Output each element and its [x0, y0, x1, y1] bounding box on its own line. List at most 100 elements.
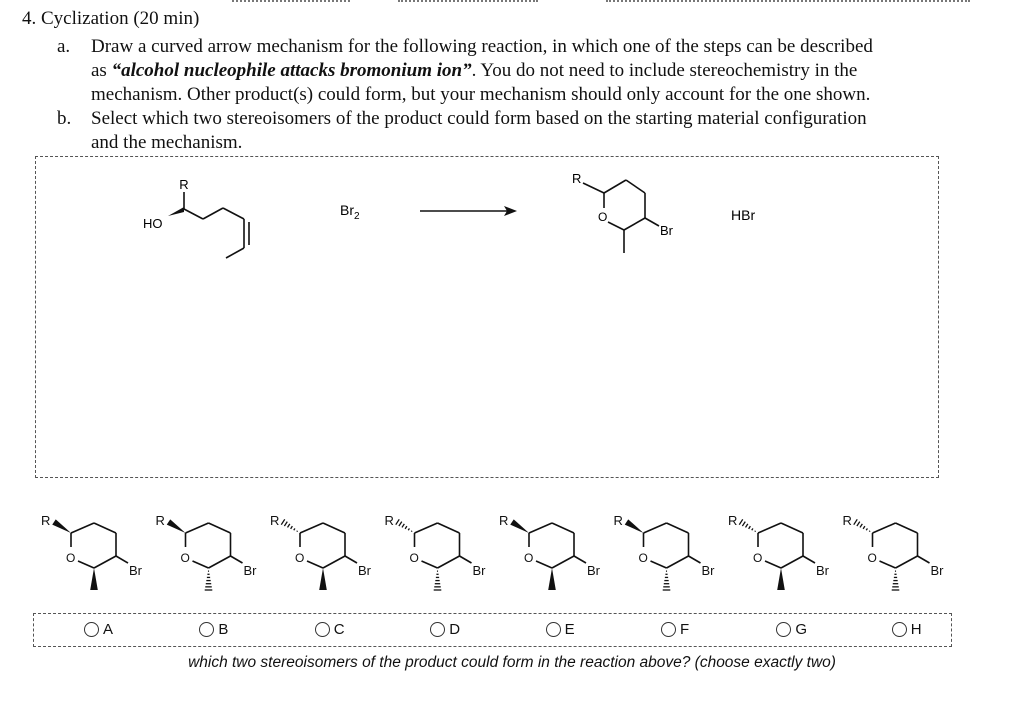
hash-segment	[868, 530, 871, 532]
previous-line-fragment-2	[398, 0, 538, 5]
ring-bond	[70, 522, 95, 534]
methyl-hash-bond	[204, 570, 213, 591]
hash-segment	[286, 523, 291, 528]
reagent-subscript: 2	[354, 211, 360, 222]
methyl-wedge-bond	[90, 568, 98, 590]
ring-bond	[192, 560, 209, 569]
starting-material-wedge-bond	[168, 207, 184, 216]
choice-option-e[interactable]: E	[545, 617, 575, 641]
c-br-bond	[230, 555, 243, 564]
product-br-bond	[644, 217, 660, 227]
question-title: 4. Cyclization (20 min)	[22, 8, 200, 29]
radio-button[interactable]	[84, 621, 99, 637]
ring-bond-4	[623, 217, 646, 231]
ring-bond	[551, 555, 575, 569]
hash-segment	[741, 521, 746, 527]
choice-option-g[interactable]: G	[776, 617, 807, 641]
ring	[528, 522, 587, 569]
choice-selection-area	[33, 613, 952, 647]
hash-segment	[744, 523, 749, 528]
r-label: R	[156, 513, 165, 528]
c-br-bond	[344, 555, 358, 564]
r-wedge-bond	[624, 519, 644, 533]
hash-segment	[296, 530, 299, 532]
methyl-wedge-bond	[777, 568, 785, 590]
choice-option-d[interactable]: D	[430, 617, 460, 641]
choice-option-h[interactable]: H	[891, 617, 922, 641]
product-bromine-label: Br	[660, 223, 674, 238]
choice-option-b[interactable]: B	[199, 617, 228, 641]
r-label: R	[499, 513, 508, 528]
ring-bond	[421, 560, 438, 569]
mechanism-drawing-area[interactable]	[35, 156, 939, 478]
ring-bond	[551, 522, 575, 534]
radio-button[interactable]	[891, 621, 907, 637]
ring-bond	[208, 522, 231, 534]
reagent-symbol: Br	[340, 202, 354, 218]
hash-segment	[856, 521, 861, 527]
ring-bond	[322, 522, 346, 534]
part-a-line-1: Draw a curved arrow mechanism for the fo…	[91, 36, 873, 57]
bromine-label: Br	[244, 563, 258, 578]
radio-button[interactable]	[661, 621, 676, 637]
c-br-bond	[459, 555, 472, 564]
oxygen-label: O	[181, 551, 190, 565]
ring-bond	[872, 522, 896, 534]
hash-segment	[853, 518, 858, 526]
ring-bond-5	[607, 221, 625, 231]
choice-label: D	[449, 620, 461, 638]
chain-bond-3	[222, 207, 245, 220]
c-br-bond	[802, 555, 816, 564]
product-oxygen-label: O	[598, 210, 607, 224]
hash-segment	[407, 528, 410, 531]
hash-segment	[290, 525, 293, 530]
hash-segment	[283, 521, 288, 527]
ring-bond	[643, 522, 667, 534]
hash-segment	[410, 530, 413, 532]
byproduct-label: HBr	[731, 207, 755, 223]
product-r-label: R	[572, 171, 581, 186]
terminal-methyl-bond	[225, 247, 245, 259]
ring-bond	[895, 555, 918, 569]
ring-bond	[879, 560, 896, 569]
radio-button[interactable]	[199, 621, 215, 637]
ring	[70, 522, 129, 569]
r-label: R	[385, 513, 394, 528]
ring-bond	[77, 560, 95, 569]
part-a-line-2-prefix: as	[91, 60, 112, 81]
chain-bond-2	[202, 207, 224, 220]
part-b: b. Select which two stereoisomers of the…	[57, 107, 977, 155]
hash-segment	[293, 528, 296, 531]
radio-button[interactable]	[776, 621, 792, 637]
radio-button[interactable]	[430, 621, 446, 637]
ring	[299, 522, 358, 569]
ring-bond	[666, 522, 689, 534]
choice-option-a[interactable]: A	[84, 617, 113, 641]
choice-label: F	[680, 620, 690, 638]
oxygen-label: O	[295, 551, 304, 565]
hash-segment	[754, 530, 757, 532]
reagent-label: Br2	[340, 202, 360, 222]
part-a-emphasis: “alcohol nucleophile attacks bromonium i…	[111, 60, 472, 81]
ring-bond	[528, 522, 553, 534]
methyl-hash-bond	[433, 570, 442, 591]
ring-bond	[437, 555, 460, 569]
r-hash-bond	[280, 518, 299, 532]
hash-segment	[395, 518, 400, 526]
ring-bond	[437, 522, 460, 534]
radio-button[interactable]	[314, 621, 330, 637]
ring-bond	[757, 522, 782, 534]
oxygen-label: O	[66, 551, 75, 565]
starting-material	[168, 192, 250, 259]
choice-option-f[interactable]: F	[661, 617, 689, 641]
hash-segment	[404, 525, 408, 530]
choice-label: G	[795, 620, 808, 638]
ring-bond	[322, 555, 346, 569]
r-hash-bond	[738, 518, 757, 532]
chain-bond-1	[183, 208, 204, 220]
choice-option-c[interactable]: C	[314, 617, 345, 641]
radio-button[interactable]	[545, 621, 561, 637]
